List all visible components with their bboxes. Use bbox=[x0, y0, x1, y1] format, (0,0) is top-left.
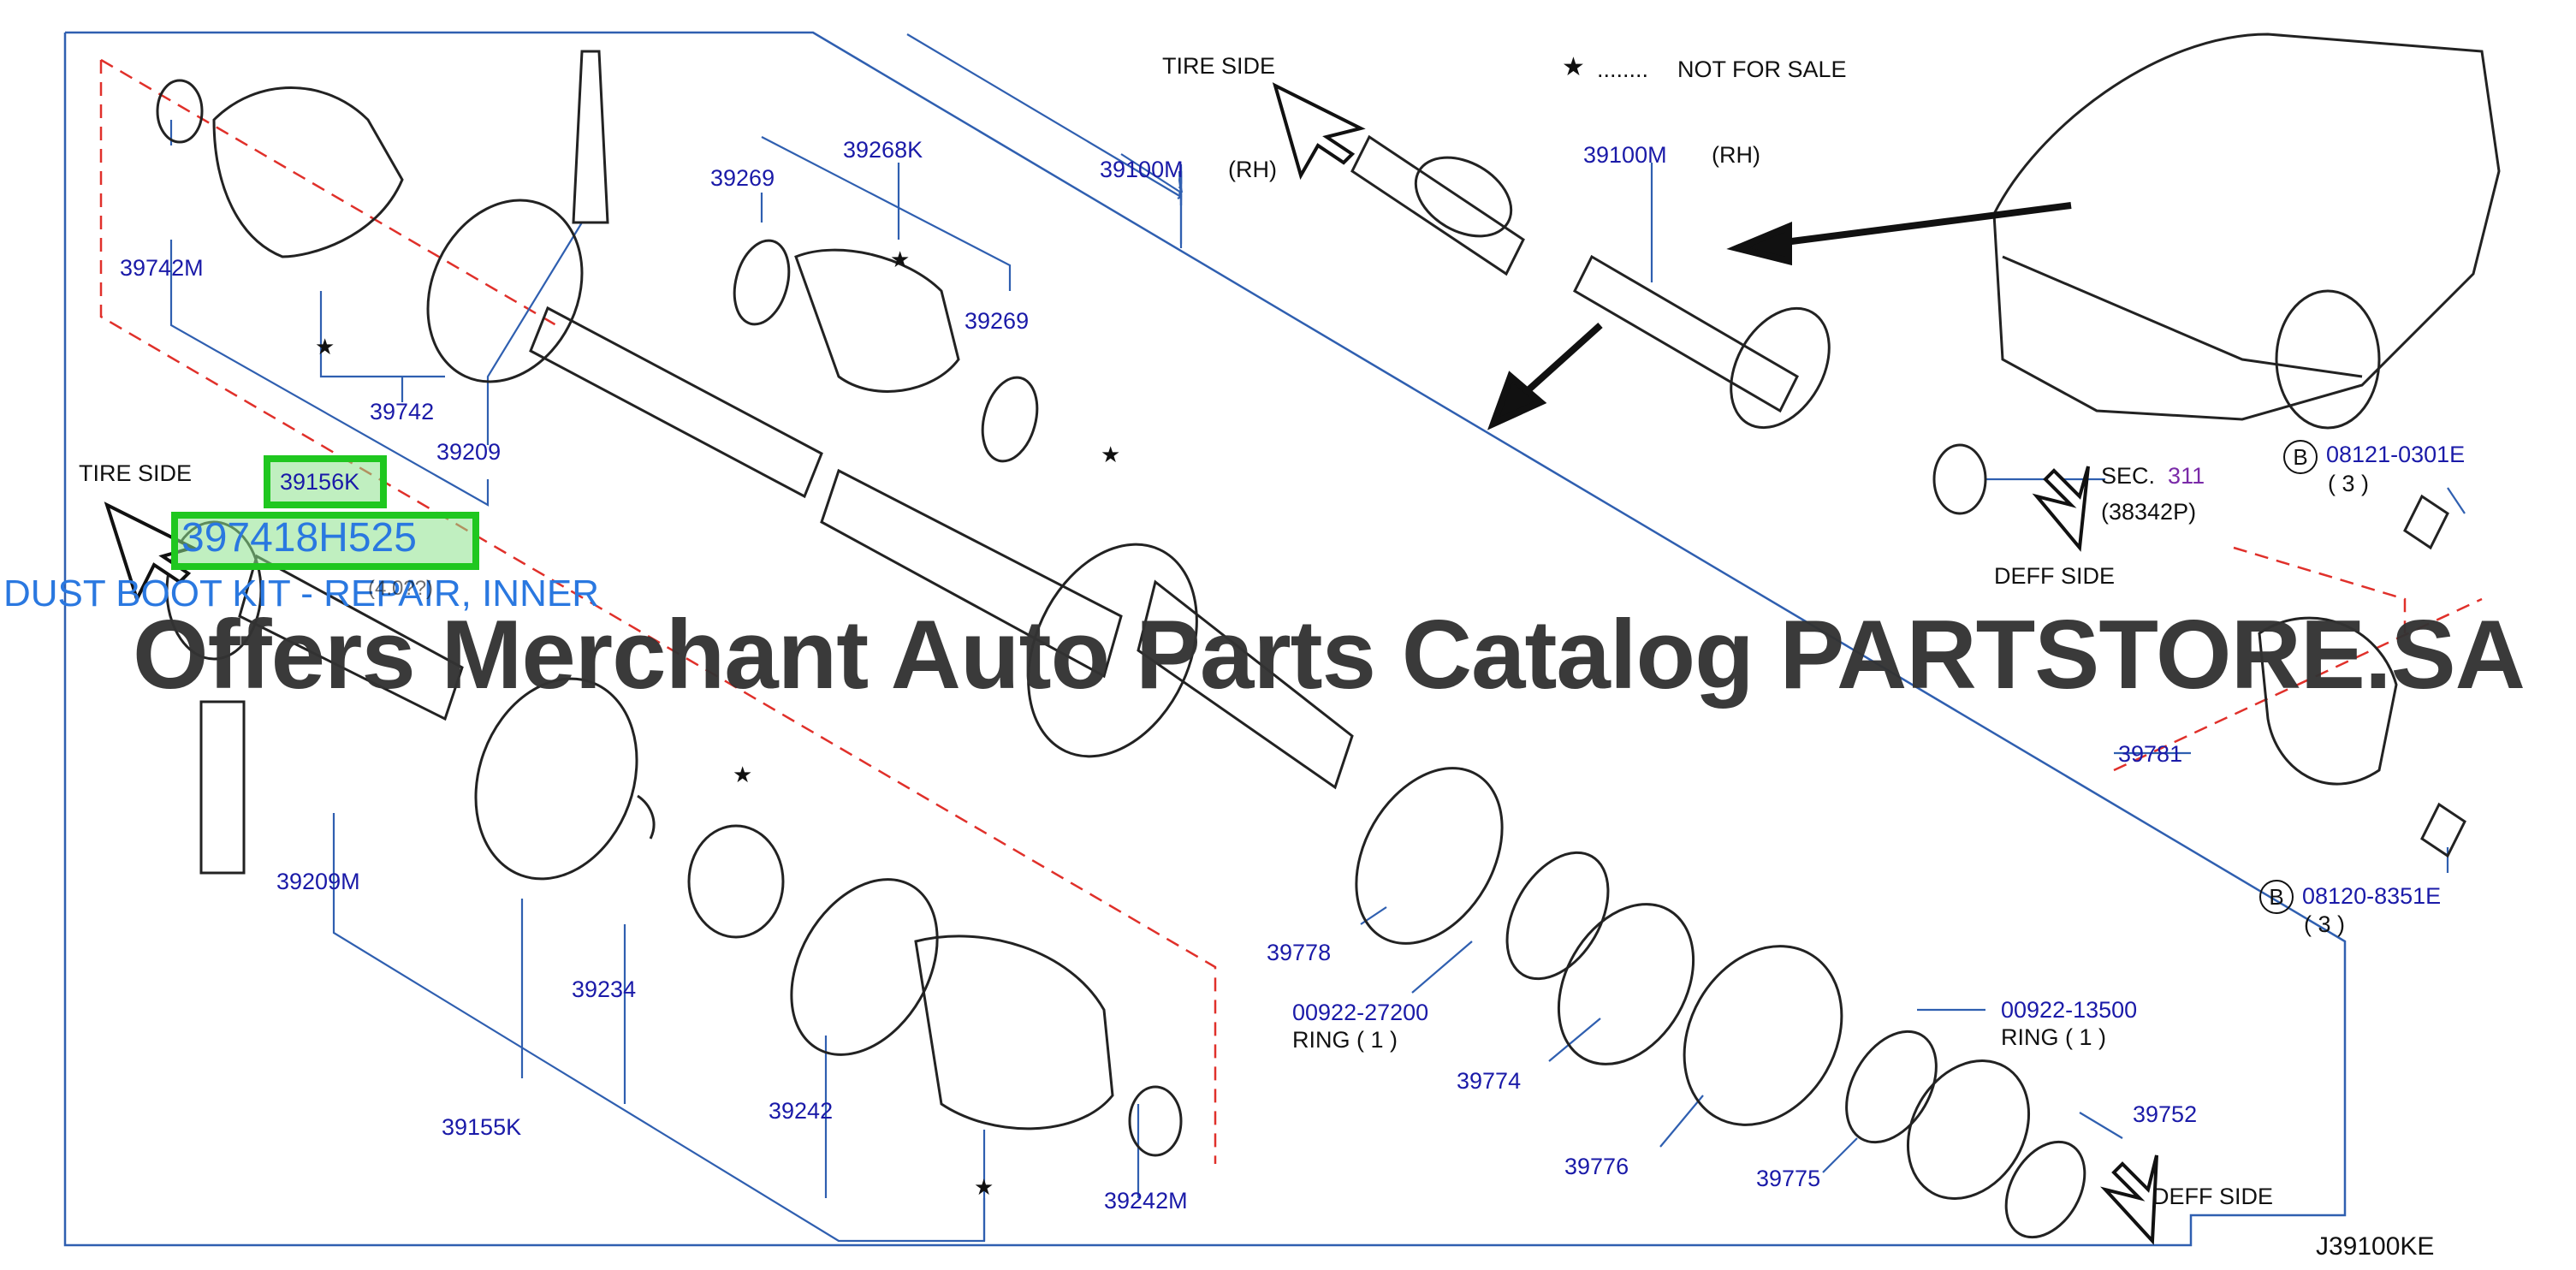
part-label-39242[interactable]: 39242 bbox=[769, 1098, 834, 1124]
qty-bottom: ( 3 ) bbox=[2304, 911, 2346, 937]
part-label-00922-27200[interactable]: 00922-27200 bbox=[1292, 1000, 1429, 1025]
not-for-sale-label: NOT FOR SALE bbox=[1677, 56, 1847, 82]
star-icon: ★ bbox=[1101, 442, 1121, 467]
leader-lines bbox=[169, 33, 2466, 1243]
part-label-39778[interactable]: 39778 bbox=[1267, 940, 1332, 965]
notice-dots: ........ bbox=[1597, 56, 1649, 82]
frame-lines bbox=[63, 31, 2347, 1247]
sec-prefix: SEC. bbox=[2101, 463, 2156, 489]
part-label-39155K[interactable]: 39155K bbox=[442, 1114, 522, 1140]
part-label-00922-13500[interactable]: 00922-13500 bbox=[2001, 997, 2138, 1023]
part-label-39100M-right[interactable]: 39100M bbox=[1583, 142, 1667, 168]
callout-description: DUST BOOT KIT - REPAIR, INNER bbox=[3, 573, 599, 614]
watermark-text: Offers Merchant Auto Parts Catalog PARTS… bbox=[133, 601, 2526, 709]
rh-label-right: (RH) bbox=[1712, 142, 1760, 168]
part-label-39781[interactable]: 39781 bbox=[2118, 741, 2183, 767]
sec-subcode: (38342P) bbox=[2101, 499, 2197, 525]
star-icon: ★ bbox=[890, 246, 911, 272]
obscured-label: (4.0??) bbox=[368, 577, 434, 600]
part-label-39752[interactable]: 39752 bbox=[2133, 1101, 2198, 1127]
qty-top: ( 3 ) bbox=[2328, 471, 2370, 496]
star-icon: ★ bbox=[315, 334, 335, 359]
part-label-39100M-left[interactable]: 39100M bbox=[1100, 157, 1184, 182]
part-label-08121-0301E[interactable]: 08121-0301E bbox=[2326, 442, 2466, 467]
part-label-39269-right[interactable]: 39269 bbox=[965, 308, 1030, 334]
part-label-39209[interactable]: 39209 bbox=[436, 439, 502, 465]
rh-label-left: (RH) bbox=[1228, 157, 1277, 182]
tire-side-label-left: TIRE SIDE bbox=[79, 460, 193, 486]
ring-label-b: RING ( 1 ) bbox=[2001, 1024, 2107, 1050]
part-label-39234[interactable]: 39234 bbox=[572, 976, 637, 1002]
part-label-39742[interactable]: 39742 bbox=[370, 399, 435, 424]
highlight-39156K[interactable] bbox=[264, 455, 387, 508]
part-label-08120-8351E[interactable]: 08120-8351E bbox=[2302, 883, 2442, 909]
deff-side-label-mid: DEFF SIDE bbox=[1994, 563, 2116, 589]
part-label-39209M[interactable]: 39209M bbox=[276, 869, 360, 894]
callout-part-number[interactable]: 397418H525 bbox=[181, 515, 417, 561]
b-marker-top: B bbox=[2283, 440, 2318, 474]
tire-side-label-top: TIRE SIDE bbox=[1162, 53, 1276, 79]
part-label-39776[interactable]: 39776 bbox=[1564, 1154, 1629, 1179]
highlight-callout[interactable] bbox=[171, 512, 479, 570]
ring-label-a: RING ( 1 ) bbox=[1292, 1027, 1398, 1053]
sec-label[interactable]: SEC. 311 bbox=[2101, 465, 2205, 488]
star-icon: ★ bbox=[974, 1174, 994, 1200]
dashed-outline bbox=[99, 58, 2483, 1164]
diagram-code: J39100KE bbox=[2316, 1232, 2435, 1261]
part-label-39156K[interactable]: 39156K bbox=[280, 469, 360, 495]
direction-arrows bbox=[104, 82, 2158, 1245]
part-label-39242M[interactable]: 39242M bbox=[1104, 1188, 1188, 1214]
component-drawings bbox=[156, 33, 2501, 1239]
part-label-39268K[interactable]: 39268K bbox=[843, 137, 923, 163]
part-label-39269-top[interactable]: 39269 bbox=[710, 165, 775, 191]
star-icon: ★ bbox=[733, 762, 753, 787]
sec-number: 311 bbox=[2168, 463, 2205, 489]
part-label-39774[interactable]: 39774 bbox=[1457, 1068, 1522, 1094]
part-label-39742M[interactable]: 39742M bbox=[120, 255, 204, 281]
indicator-arrows bbox=[1487, 202, 2072, 430]
b-marker-bottom: B bbox=[2259, 880, 2294, 914]
star-icon: ★ bbox=[1562, 53, 1585, 81]
deff-side-label-bottom: DEFF SIDE bbox=[2152, 1184, 2274, 1209]
part-label-39775[interactable]: 39775 bbox=[1756, 1166, 1821, 1191]
